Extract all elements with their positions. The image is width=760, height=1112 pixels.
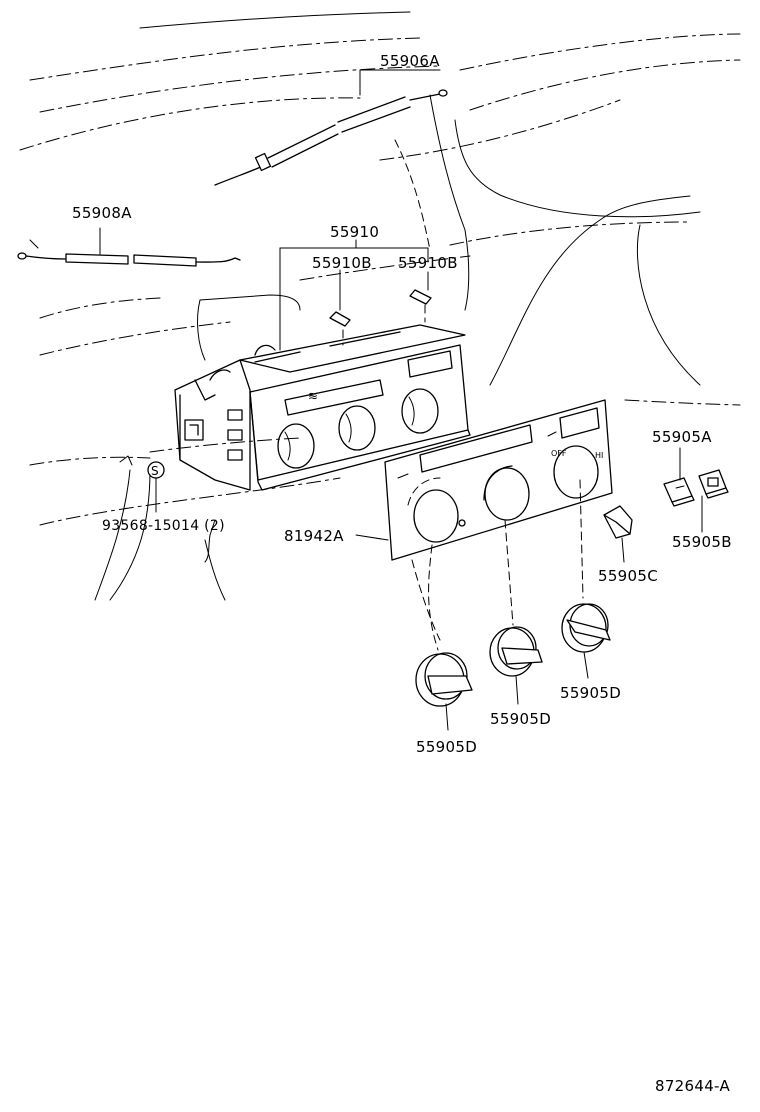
- knob-55905D-right: [561, 479, 611, 679]
- label-81942A: 81942A: [284, 527, 344, 545]
- screw-marker: S: [151, 464, 159, 478]
- screw-93568: S: [119, 437, 301, 513]
- knob-55905D-left: [411, 544, 473, 731]
- drawing-number: 872644-A: [655, 1077, 730, 1095]
- label-55905D-middle: 55905D: [490, 710, 551, 728]
- dashboard-contours: [19, 11, 741, 601]
- label-55905C: 55905C: [598, 567, 658, 585]
- label-55905D-right: 55905D: [560, 684, 621, 702]
- label-93568-15014: 93568-15014 (2): [102, 518, 225, 534]
- label-55908A: 55908A: [72, 204, 132, 222]
- hi-marking: HI: [595, 451, 603, 460]
- label-55905B: 55905B: [672, 533, 732, 551]
- label-55906A: 55906A: [380, 52, 440, 70]
- heater-control-unit: ≋: [174, 289, 471, 491]
- leader-lines: [204, 519, 389, 563]
- label-55910B-left: 55910B: [312, 254, 372, 272]
- callout-labels: 55906A 55908A 55910 55910B 55910B 55905A…: [72, 52, 732, 1095]
- unit-indicator-mark: ≋: [308, 389, 318, 403]
- cable-55906A: [214, 69, 448, 186]
- label-55910: 55910: [330, 223, 379, 241]
- cable-55908A: [17, 227, 241, 267]
- label-55905A: 55905A: [652, 428, 712, 446]
- bracket-55910: [279, 239, 429, 351]
- push-buttons: [603, 447, 729, 563]
- knob-55905D-middle: [489, 519, 543, 705]
- off-marking: OFF: [551, 449, 567, 458]
- label-55910B-right: 55910B: [398, 254, 458, 272]
- label-55905D-left: 55905D: [416, 738, 477, 756]
- face-plate-81942A: OFF HI: [384, 399, 613, 561]
